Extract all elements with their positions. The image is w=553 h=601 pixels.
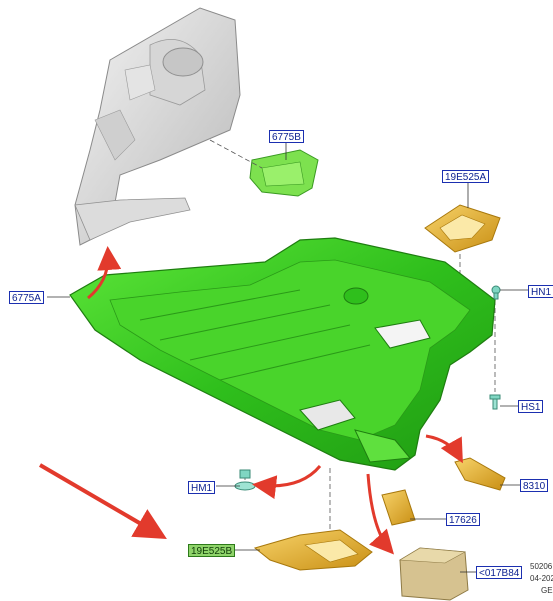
- callout-leaders: [47, 140, 528, 573]
- callout-19e525b: 19E525B: [188, 544, 236, 557]
- bracket-6775b: [249, 149, 319, 197]
- underbody-shield-6775a: [69, 237, 496, 471]
- bracket-8310: [454, 457, 506, 491]
- callout-19e525a: 19E525A: [442, 170, 490, 183]
- strip-17626: [381, 489, 416, 526]
- callout-6775b: 6775B: [269, 130, 304, 143]
- clip-hm1: [234, 469, 256, 491]
- pad-19e525b: [253, 529, 373, 571]
- callout-hs1: HS1: [518, 400, 544, 413]
- red-arrows: [38, 246, 463, 555]
- callout-017b84: <017B84: [476, 566, 523, 579]
- callout-8310: 8310: [520, 479, 549, 492]
- pad-19e525a: [424, 204, 501, 253]
- callout-17626: 17626: [446, 513, 480, 526]
- block-017b84: [399, 547, 469, 601]
- stamp-line-2: 04-202: [530, 574, 553, 583]
- clip-hn1: [491, 285, 501, 300]
- body-frame-rail: [74, 7, 241, 246]
- stamp-line-1: 50206: [530, 562, 553, 571]
- callout-hm1: HM1: [188, 481, 216, 494]
- bolt-hs1: [489, 394, 501, 410]
- callout-hn1: HN1: [528, 285, 553, 298]
- stamp-line-3: GE: [541, 586, 553, 595]
- callout-6775a: 6775A: [9, 291, 44, 304]
